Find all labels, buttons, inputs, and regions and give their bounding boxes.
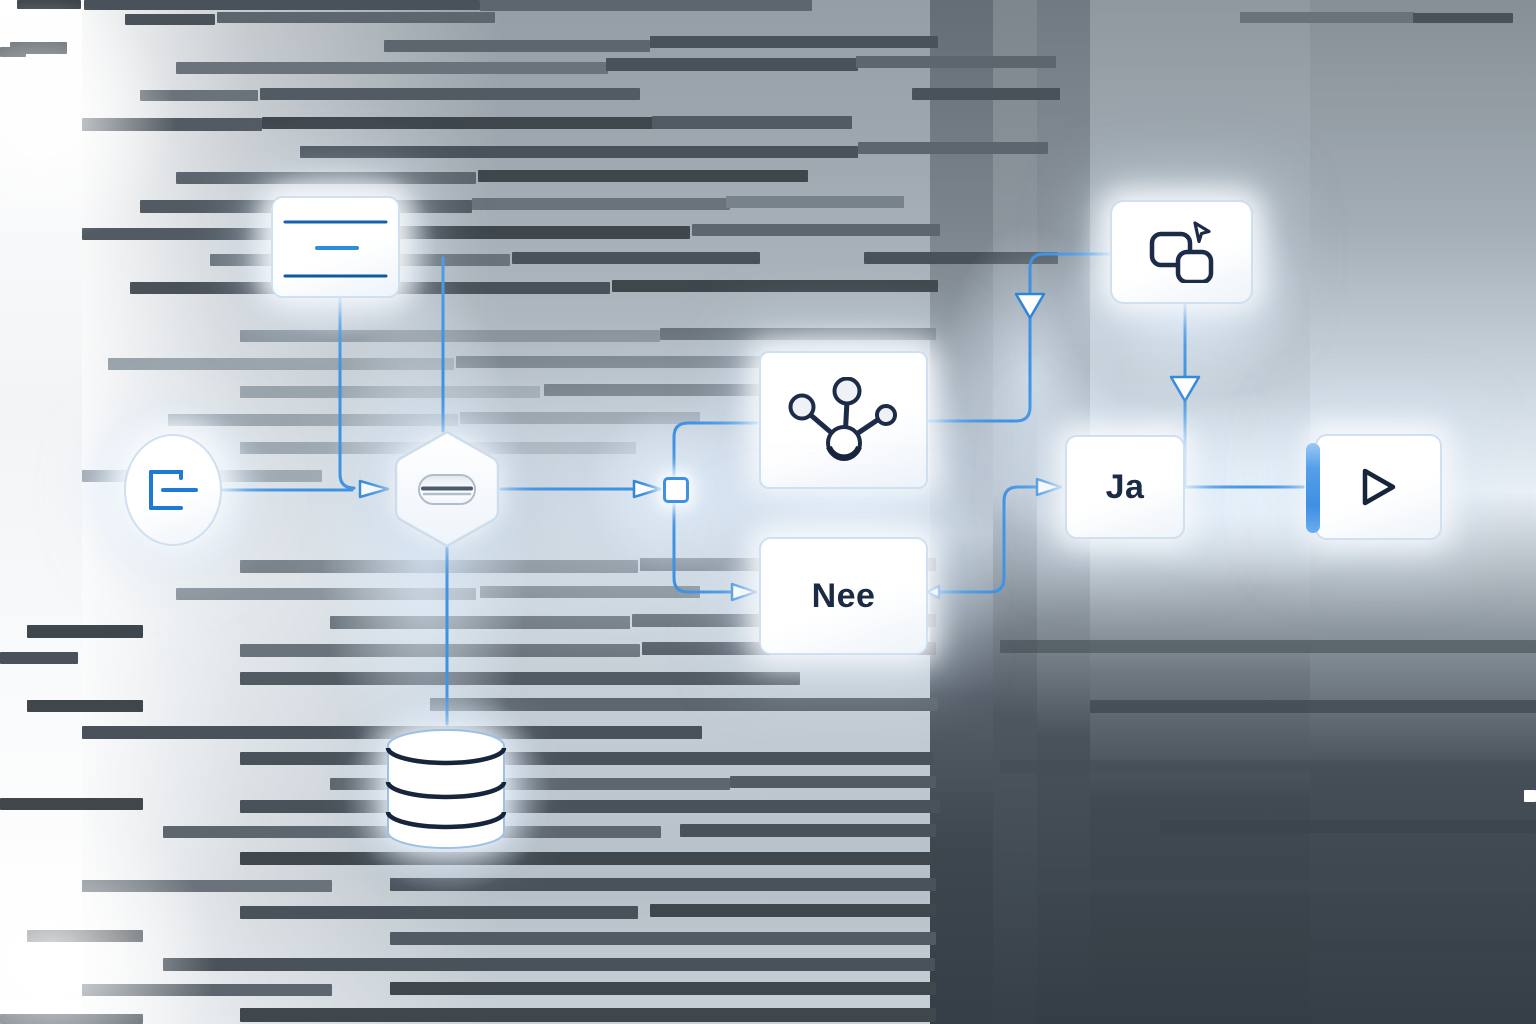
arrowhead-right-icon: [632, 479, 662, 499]
arrowhead-left-icon: [925, 584, 941, 600]
play-icon: [1362, 468, 1395, 506]
arrowhead-right-icon: [358, 479, 390, 499]
node-card[interactable]: [271, 196, 400, 298]
node-nee-label: Nee: [811, 576, 876, 615]
edge-split-to-graph: [672, 421, 759, 478]
edge-split-to-nee: [672, 499, 735, 594]
edge-graph-to-select: [927, 252, 1110, 423]
node-select[interactable]: [1110, 200, 1253, 304]
database-icon: [385, 729, 507, 849]
minus-pill-icon: [394, 430, 500, 548]
edge-card-to-gate: [338, 296, 356, 490]
document-lines-icon: [283, 220, 388, 278]
node-play[interactable]: [1306, 434, 1442, 540]
selected-accent-bar: [1306, 443, 1320, 533]
node-nee[interactable]: Nee: [759, 537, 928, 655]
edge-nee-to-ja: [927, 485, 1040, 594]
node-gate[interactable]: [390, 429, 504, 549]
arrowhead-right-icon: [730, 582, 758, 602]
node-start[interactable]: [124, 434, 222, 546]
node-ja[interactable]: Ja: [1065, 435, 1185, 539]
network-nodes-icon: [788, 377, 897, 461]
node-split-connector[interactable]: [663, 477, 689, 503]
node-graph[interactable]: [759, 351, 928, 489]
overlapping-squares-cursor-icon: [1149, 221, 1213, 283]
node-database[interactable]: [384, 726, 508, 852]
arrowhead-down-triangle-icon: [1014, 292, 1046, 320]
logout-icon: [149, 470, 198, 510]
arrowhead-right-icon: [1035, 477, 1063, 497]
node-ja-label: Ja: [1105, 467, 1145, 506]
arrowhead-down-triangle-icon: [1169, 375, 1201, 403]
